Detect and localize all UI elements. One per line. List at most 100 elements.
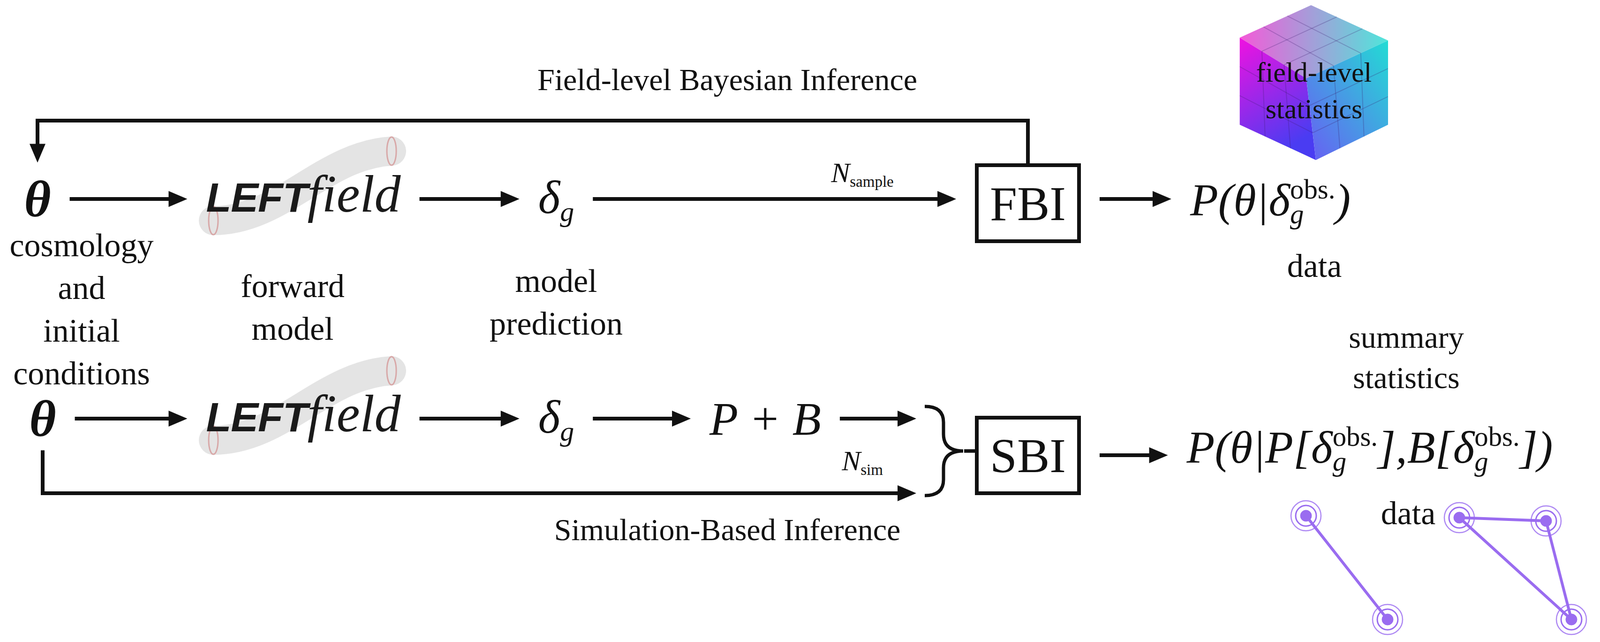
posterior-formula: P(θ|δgobs.)data (1190, 173, 1351, 230)
box-label: FBI (989, 175, 1066, 232)
caption-text: model prediction (489, 259, 623, 345)
symbol-text: P + B (709, 391, 822, 446)
edge-label: Field-level Bayesian Inference (534, 60, 921, 99)
tube-end (386, 356, 397, 385)
text-part: field (307, 384, 401, 443)
text-line: summary (1348, 316, 1465, 358)
text-line: and (9, 266, 154, 310)
text-line: statistics (1348, 357, 1465, 398)
parameter-symbol: θ (29, 388, 56, 449)
text-line: prediction (489, 301, 623, 345)
arrow-line (1099, 452, 1152, 457)
text-line: data (1287, 244, 1343, 287)
caption-text: forward model (240, 264, 345, 350)
arrow-line (964, 449, 975, 453)
parameter-symbol: θcosmology and initial conditions (23, 169, 51, 229)
box-label: SBI (989, 427, 1066, 484)
model-logo: LEFTfield (205, 383, 401, 444)
text-part: LEFT (205, 393, 308, 440)
field-symbol: δg (538, 389, 574, 448)
arrow-head (500, 410, 520, 427)
text-part: g (559, 415, 574, 446)
arrow-line (42, 450, 900, 494)
arrow-head (1152, 190, 1172, 207)
flow-arrow (75, 410, 188, 427)
caption-text: data (1381, 491, 1436, 535)
field-symbol: δgmodel prediction (538, 170, 574, 228)
text-part: obs. (1290, 173, 1336, 205)
text-part: g (559, 195, 574, 227)
text-part: sim (860, 460, 884, 478)
flow-arrow (42, 450, 975, 502)
merge-brace (924, 406, 964, 496)
flow-arrow (419, 410, 520, 427)
symbol-text: LEFTfield (205, 383, 401, 444)
point-marker (1531, 505, 1562, 536)
arrow-head (29, 143, 46, 163)
arrow-head (168, 190, 188, 207)
statistics-symbol: P + B (709, 391, 822, 446)
text-part: sample (849, 173, 894, 190)
caption-text: data (1287, 244, 1343, 287)
arrow-head (168, 410, 188, 427)
text-line: data (1381, 491, 1436, 535)
text-line: model (240, 307, 345, 350)
arrow-head (671, 410, 691, 427)
correlation-illustration (1290, 500, 1587, 634)
arrow-line (69, 196, 171, 201)
symbol-text: P(θ|P[δgobs.],B[δgobs.]) (1186, 420, 1554, 477)
point-marker (1372, 603, 1403, 634)
arrow-head (897, 410, 917, 427)
cube-label: field-level statistics (1256, 53, 1373, 128)
arrow-line (419, 416, 503, 421)
arrow-line (839, 416, 900, 421)
process-box: SBI (974, 415, 1081, 495)
tube-end (386, 136, 397, 166)
arrow-head (937, 190, 957, 207)
symbol-text: θ (23, 169, 51, 229)
arrow-head (897, 484, 917, 501)
text-line: statistics (1256, 90, 1373, 128)
text-line: model (489, 259, 623, 302)
symbol-text: θ (29, 388, 56, 449)
text-line: conditions (9, 351, 154, 395)
symbol-text: LEFTfield (205, 163, 401, 225)
text-line: field-level (1256, 53, 1373, 91)
arrow-line (592, 416, 674, 421)
arrow-line (1099, 196, 1155, 201)
edge-label: Nsample (828, 155, 897, 191)
arrow-line (592, 196, 940, 201)
cube-node: field-level statistics (1237, 5, 1389, 160)
arrow-line (75, 416, 171, 421)
two-point-line (1305, 515, 1388, 619)
arrow-line (964, 449, 975, 453)
flow-arrow (1099, 190, 1172, 207)
point-marker (1556, 603, 1587, 634)
symbol-text: P(θ|δgobs.) (1190, 173, 1351, 230)
text-line: initial (9, 309, 154, 352)
annotation-label: summary statistics (1348, 316, 1465, 398)
model-logo: LEFTfieldforward model (205, 163, 401, 225)
posterior-formula: P(θ|P[δgobs.],B[δgobs.])data (1186, 420, 1554, 477)
text-part: field (307, 164, 401, 223)
text-part: LEFT (205, 173, 308, 221)
flow-arrow (69, 190, 188, 207)
edge-label: Simulation-Based Inference (551, 510, 904, 548)
text-part: obs. (1474, 421, 1520, 452)
symbol-text: δg (538, 170, 574, 228)
arrow-line (419, 196, 503, 201)
arrow-head (1149, 446, 1169, 463)
arrow-head (500, 190, 520, 207)
text-line: forward (240, 264, 345, 308)
process-box: FBI (974, 163, 1081, 243)
edge-label: Nsim (838, 443, 886, 479)
flow-arrow (592, 190, 957, 207)
caption-text: cosmology and initial conditions (9, 223, 154, 395)
flow-arrow (592, 410, 691, 427)
point-marker (1444, 502, 1475, 533)
text-part: obs. (1332, 421, 1378, 452)
point-marker (1290, 500, 1321, 531)
text-line: cosmology (9, 223, 154, 267)
flow-arrow (1099, 446, 1169, 463)
